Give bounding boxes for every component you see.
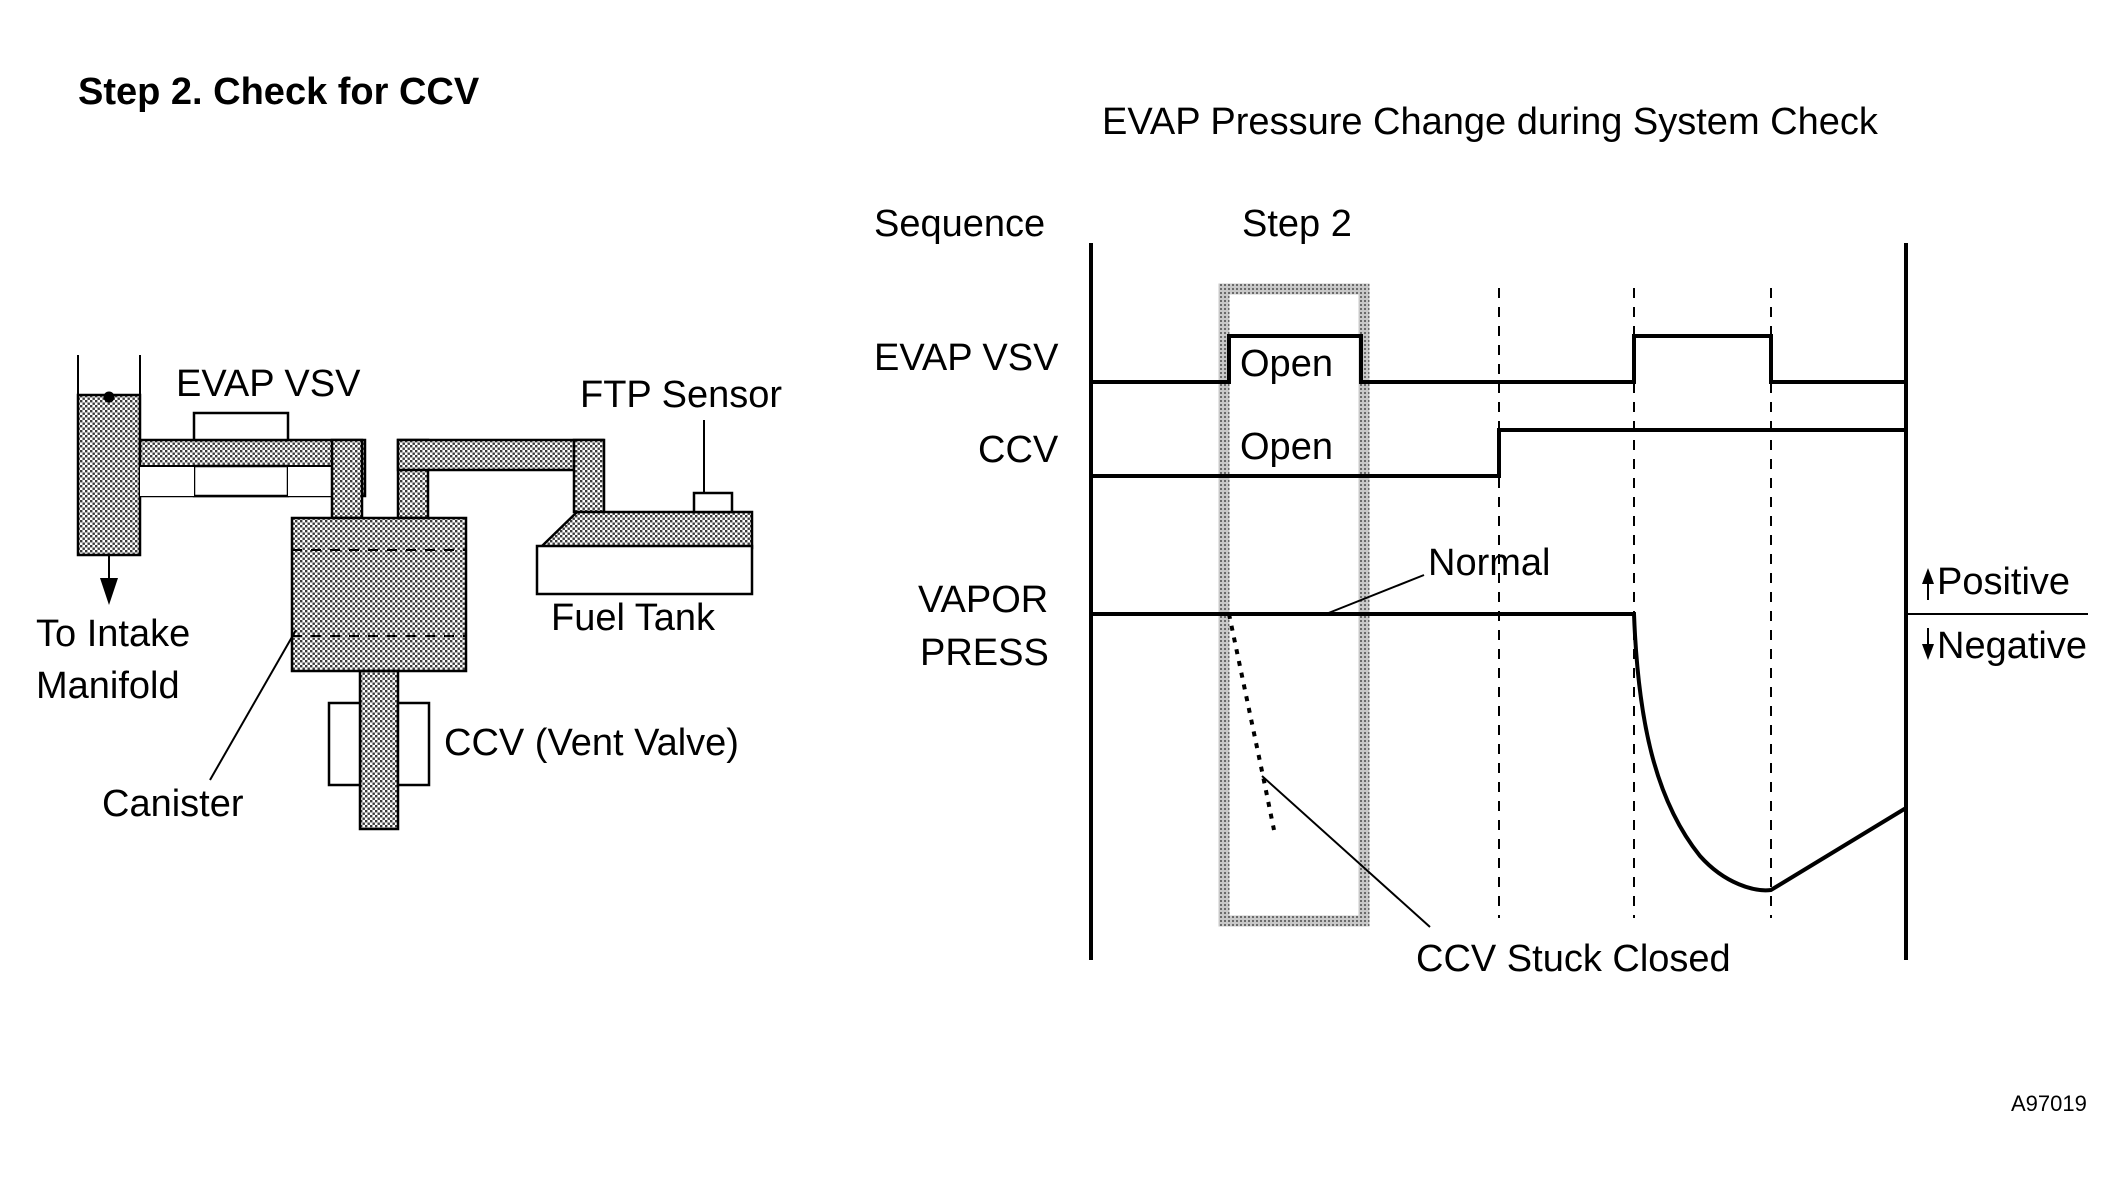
ccv-waveform (1091, 428, 1906, 478)
pipe-inner-gap-2 (288, 466, 332, 496)
pipe-inner-gap (140, 466, 194, 496)
row-label-evap-vsv: EVAP VSV (874, 337, 1059, 379)
evap-vsv-waveform (1091, 334, 1906, 384)
normal-pressure-trace (1091, 612, 1908, 893)
label-step-2: Step 2 (1242, 203, 1352, 245)
canister-leader (209, 629, 297, 781)
label-to-intake: To Intake (36, 613, 190, 655)
fuel-tank-vapor-space (536, 510, 754, 550)
label-positive: Positive (1937, 561, 2070, 603)
page-title: Step 2. Check for CCV (78, 71, 480, 113)
negative-arrow-head (1922, 644, 1934, 660)
ftp-sensor-body (692, 491, 734, 514)
fuel-tank-liquid (535, 544, 754, 596)
label-manifold: Manifold (36, 665, 180, 707)
positive-arrow-head (1922, 568, 1934, 584)
intake-arrow-head (100, 578, 118, 605)
figure-id: A97019 (2011, 1091, 2087, 1116)
label-evap-vsv: EVAP VSV (176, 363, 361, 405)
chart-title: EVAP Pressure Change during System Check (1102, 101, 1879, 143)
ccv-body-left (327, 701, 362, 787)
tank-pipe-top (396, 438, 605, 472)
label-negative: Negative (1937, 625, 2087, 667)
label-fuel-tank: Fuel Tank (551, 597, 716, 639)
evap-schematic: EVAP VSV FTP Sensor To Intake Manifold F… (36, 355, 782, 831)
label-sequence: Sequence (874, 203, 1045, 245)
evap-vsv-body-top (192, 411, 290, 442)
row-label-ccv: CCV (978, 429, 1059, 471)
normal-leader (1325, 574, 1425, 615)
label-ftp-sensor: FTP Sensor (580, 374, 782, 416)
vent-pipe (358, 669, 400, 831)
row-label-vapor: VAPOR (918, 579, 1048, 621)
row-label-press: PRESS (920, 632, 1049, 674)
ccv-body-right (396, 701, 431, 787)
tank-pipe-down (572, 438, 606, 514)
stuck-closed-trace (1227, 613, 1276, 831)
canister-body (290, 516, 468, 673)
intake-pipe (76, 393, 142, 557)
timing-chart: EVAP Pressure Change during System Check… (874, 101, 2088, 980)
label-open-ccv: Open (1240, 426, 1333, 468)
canister-inlet-left (330, 438, 364, 520)
label-ccv: CCV (Vent Valve) (444, 722, 739, 764)
step-2-highlight (1218, 283, 1370, 927)
orifice-dot (103, 391, 115, 403)
label-ccv-stuck-closed: CCV Stuck Closed (1416, 938, 1731, 980)
evap-vsv-body-bottom (192, 464, 290, 498)
stuck-leader (1261, 775, 1431, 928)
label-canister: Canister (102, 783, 244, 825)
label-normal: Normal (1428, 542, 1550, 584)
label-open-vsv: Open (1240, 343, 1333, 385)
